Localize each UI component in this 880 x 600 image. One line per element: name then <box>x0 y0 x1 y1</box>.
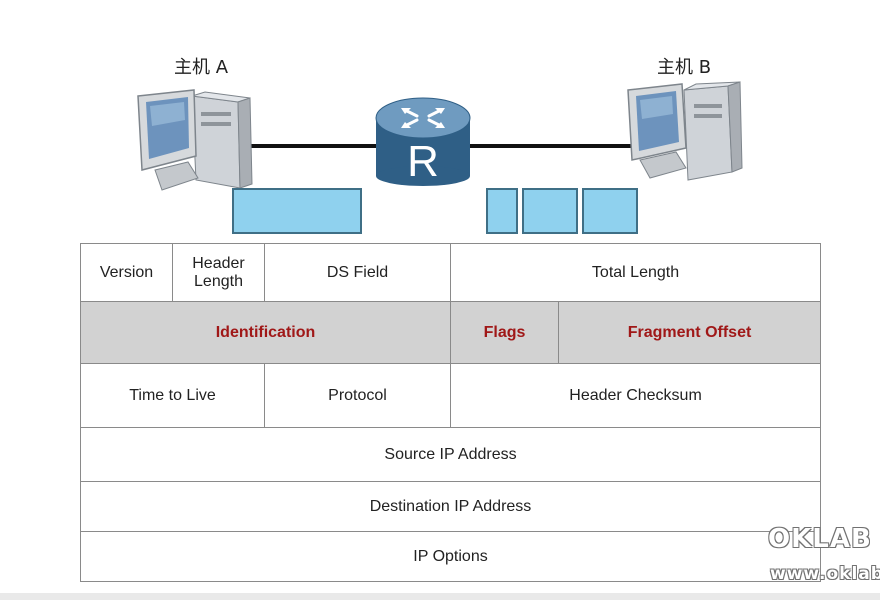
flags-field: Flags <box>450 301 560 364</box>
watermark-url: www.oklab <box>770 564 880 584</box>
host-a-label: 主机 A <box>174 57 229 78</box>
destination-ip-field: Destination IP Address <box>79 481 822 532</box>
ip-header-row-5: Destination IP Address <box>79 481 822 532</box>
ip-header-row-2: Identification Flags Fragment Offset <box>79 301 822 364</box>
ip-header-row-4: Source IP Address <box>79 427 822 482</box>
ip-options-field: IP Options <box>79 531 822 582</box>
packet-original <box>232 188 362 234</box>
ip-header-row-6: IP Options <box>79 531 822 582</box>
host-b-computer-icon <box>627 81 743 181</box>
protocol-field: Protocol <box>263 363 452 428</box>
watermark-brand: OKLAB <box>768 524 872 554</box>
header-checksum-field: Header Checksum <box>450 363 822 428</box>
packet-fragment-2 <box>522 188 578 234</box>
identification-field: Identification <box>79 301 452 364</box>
network-topology: R <box>137 81 743 191</box>
host-a-computer-icon <box>137 89 253 191</box>
total-length-field: Total Length <box>450 243 822 302</box>
header-length-field: Header Length <box>172 243 265 302</box>
ip-header-row-1: Version Header Length DS Field Total Len… <box>80 243 822 302</box>
source-ip-field: Source IP Address <box>79 427 822 482</box>
packet-fragment-1 <box>486 188 518 234</box>
ip-header-table: Version Header Length DS Field Total Len… <box>79 243 822 582</box>
router-letter: R <box>407 137 439 186</box>
ds-field: DS Field <box>263 243 452 302</box>
bottom-bar <box>0 593 880 600</box>
host-b-label: 主机 B <box>657 57 712 78</box>
ttl-field: Time to Live <box>80 363 265 428</box>
ip-header-row-3: Time to Live Protocol Header Checksum <box>80 363 822 428</box>
version-field: Version <box>80 243 173 302</box>
fragment-offset-field: Fragment Offset <box>558 301 822 364</box>
packet-fragment-3 <box>582 188 638 234</box>
router-icon: R <box>375 97 471 186</box>
